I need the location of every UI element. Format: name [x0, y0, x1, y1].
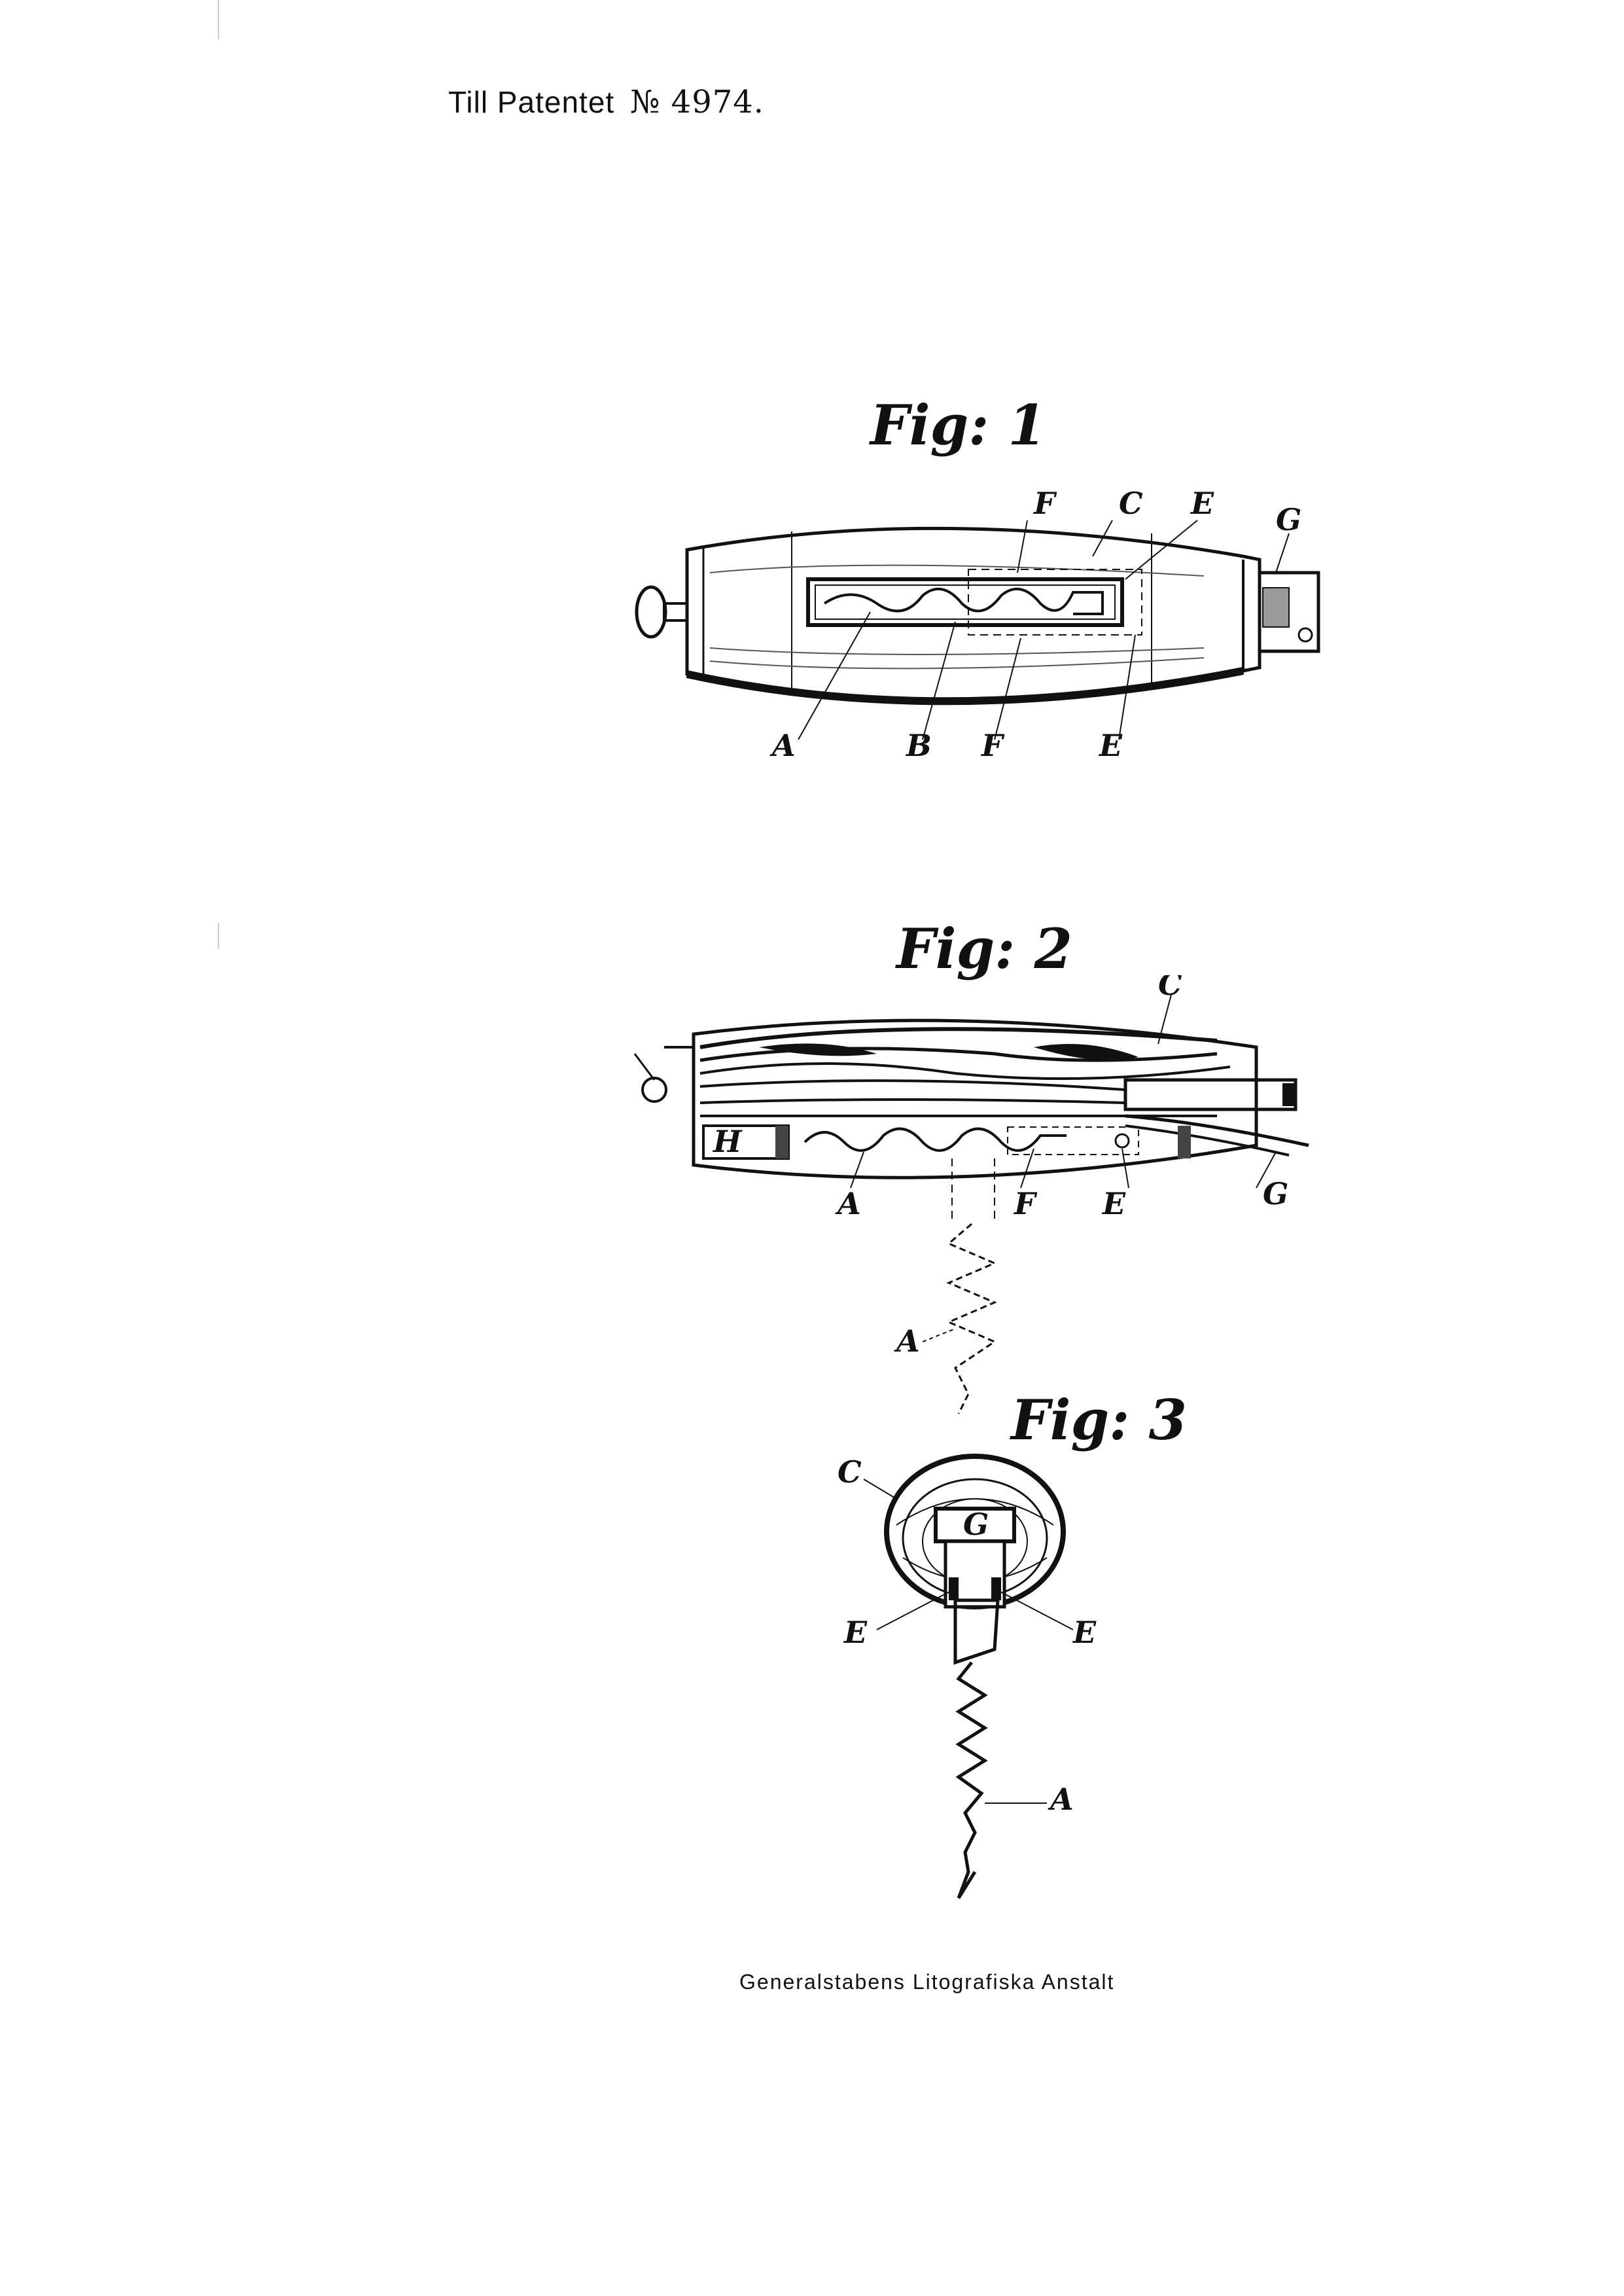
scan-margin-mark: [218, 923, 219, 949]
fig1-label-A: A: [769, 728, 796, 759]
fig3-caption: Fig: 3: [1011, 1388, 1187, 1452]
fig2-drawing: C H A F E G A: [633, 975, 1309, 1414]
fig3-label-G: G: [963, 1507, 989, 1542]
patent-header: Till Patentet № 4974.: [448, 84, 764, 120]
scan-margin-mark: [218, 0, 219, 39]
fig2-label-E: E: [1101, 1186, 1126, 1221]
fig2-label-F: F: [1013, 1186, 1038, 1221]
fig1-label-B: B: [905, 728, 932, 759]
fig1-label-F-top: F: [1033, 486, 1057, 521]
fig2-label-H: H: [712, 1124, 743, 1159]
fig3-label-C: C: [838, 1454, 862, 1490]
fig1-label-E-top: E: [1190, 486, 1214, 521]
fig3-label-E-left: E: [843, 1615, 868, 1650]
patent-header-prefix: Till Patentet: [448, 85, 615, 119]
fig1-label-E-bottom: E: [1098, 728, 1123, 759]
fig1-caption: Fig: 1: [870, 393, 1046, 457]
patent-number: № 4974.: [629, 84, 765, 120]
fig1-label-F-bottom: F: [980, 728, 1005, 759]
fig3-label-A: A: [1048, 1782, 1074, 1817]
fig2-label-A-dashed: A: [894, 1323, 920, 1359]
fig2-label-A: A: [835, 1186, 861, 1221]
lithographer-imprint: Generalstabens Litografiska Anstalt: [739, 1970, 1115, 1994]
fig1-label-C: C: [1119, 486, 1143, 521]
fig2-caption: Fig: 2: [896, 916, 1072, 981]
fig3-label-E-right: E: [1072, 1615, 1097, 1650]
fig1-drawing: F C E G A B F E: [635, 486, 1320, 759]
fig3-drawing: C G E E A: [838, 1454, 1097, 1899]
fig1-label-G: G: [1276, 502, 1301, 537]
fig2-label-C: C: [1158, 975, 1182, 1002]
fig2-label-G: G: [1263, 1176, 1288, 1211]
